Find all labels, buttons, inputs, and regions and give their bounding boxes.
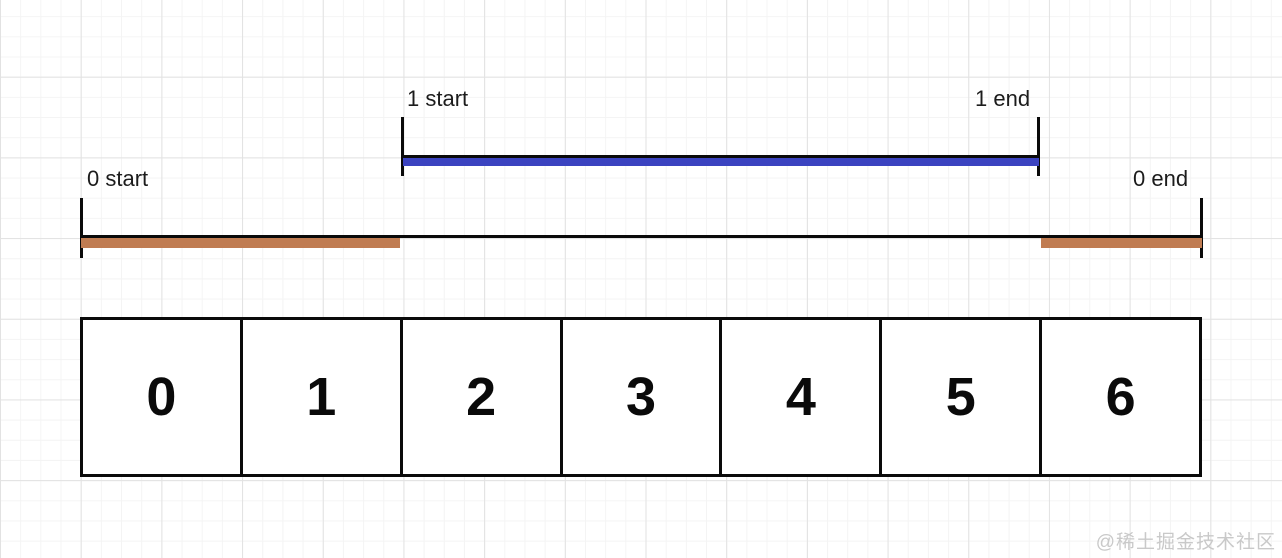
range-1-start-tick xyxy=(401,117,404,176)
array-cell: 1 xyxy=(243,320,403,474)
range-1-end-label: 1 end xyxy=(975,86,1031,111)
range-0-start-label: 0 start xyxy=(87,166,149,191)
array-cell: 2 xyxy=(403,320,563,474)
array-cell: 6 xyxy=(1105,367,1136,427)
array-cell: 5 xyxy=(882,320,1043,474)
range-1-start-label: 1 start xyxy=(407,86,469,111)
array-cell: 4 xyxy=(722,320,883,474)
array-cell: 3 xyxy=(563,320,723,474)
array-row: 0 1 2 3 4 5 6 xyxy=(80,317,1202,477)
range-0-start-tick xyxy=(80,198,83,258)
range-1-bar xyxy=(403,158,1039,166)
range-0-end-label: 0 end xyxy=(1133,166,1189,191)
range-1-line xyxy=(403,155,1039,158)
range-1-end-tick xyxy=(1037,117,1040,176)
range-0-bar-left xyxy=(81,238,400,248)
range-0-bar-right xyxy=(1041,238,1202,248)
range-0-end-tick xyxy=(1200,198,1203,258)
range-0-line xyxy=(81,235,1202,238)
array-cell: 0 xyxy=(83,320,243,474)
watermark: @稀土掘金技术社区 xyxy=(1095,532,1276,553)
